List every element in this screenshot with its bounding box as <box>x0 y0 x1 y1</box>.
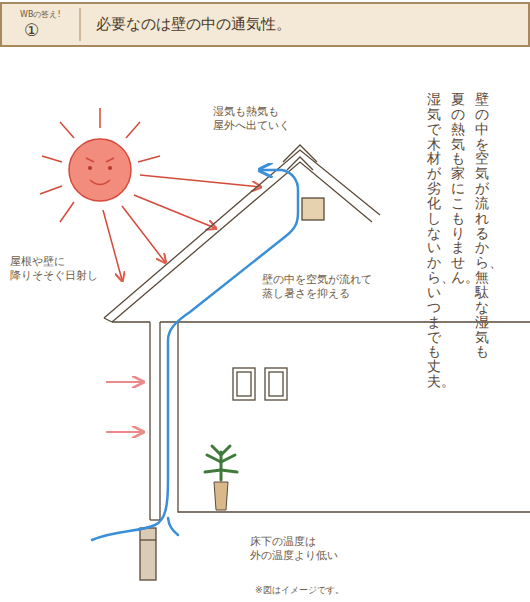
annotation: 湿気も熱気も 屋外へ出ていく <box>213 104 290 132</box>
heading: 必要なのは壁の中の通気性。 <box>96 15 291 34</box>
airflow <box>92 170 298 540</box>
sun <box>40 108 260 280</box>
header-band <box>1 3 529 46</box>
annotation: 壁の中を空気が流れて 蒸し暑さを抑える <box>262 272 372 300</box>
annotation: 屋根や壁に 降りそそぐ日射し <box>10 254 98 282</box>
header-divider <box>80 8 81 41</box>
body-text: 壁の中を空気が流れるから、無駄な湿気も <box>475 92 489 359</box>
annotation: 床下の温度は 外の温度より低い <box>250 534 338 562</box>
answer-number: ① <box>24 20 39 40</box>
wall-sun-arrows <box>106 382 142 432</box>
header-tag: WBの答え! <box>20 9 61 20</box>
body-text: 夏の熱気も家にこもりません。 <box>451 92 465 285</box>
note: ※図はイメージです。 <box>255 584 344 597</box>
body-text: 湿気で木材が劣化しないから、いつまでも丈夫。 <box>427 92 441 389</box>
plant <box>205 446 237 510</box>
